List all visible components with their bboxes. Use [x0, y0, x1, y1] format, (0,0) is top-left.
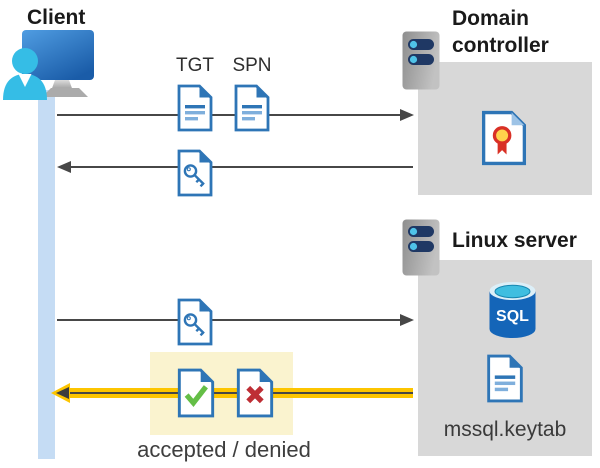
arrowhead-left-icon	[56, 387, 69, 399]
key-document-icon	[177, 149, 213, 197]
person-at-monitor-icon	[3, 30, 94, 100]
denied-document-icon	[236, 368, 274, 418]
key-document-icon	[177, 298, 213, 346]
domain-controller-label: Domain controller	[452, 7, 549, 57]
server-icon	[402, 219, 440, 276]
spn-label: SPN	[232, 55, 272, 76]
certificate-icon	[481, 110, 527, 166]
client-label: Client	[27, 6, 86, 29]
arrowhead-right-icon	[400, 314, 414, 326]
server-icon	[402, 31, 440, 90]
accepted-document-icon	[177, 368, 215, 418]
tgt-document-icon	[177, 84, 213, 132]
accepted-denied-label: accepted / denied	[137, 437, 311, 462]
arrowhead-right-icon	[400, 109, 414, 121]
sql-database-icon: SQL	[489, 282, 536, 338]
keytab-document-icon	[487, 354, 523, 403]
keytab-filename-label: mssql.keytab	[443, 418, 567, 441]
tgt-label: TGT	[176, 55, 214, 76]
client-lifeline	[38, 90, 55, 459]
sql-label: SQL	[496, 308, 529, 325]
linux-server-label: Linux server	[452, 229, 577, 252]
spn-document-icon	[234, 84, 270, 132]
arrowhead-left-icon	[57, 161, 71, 173]
